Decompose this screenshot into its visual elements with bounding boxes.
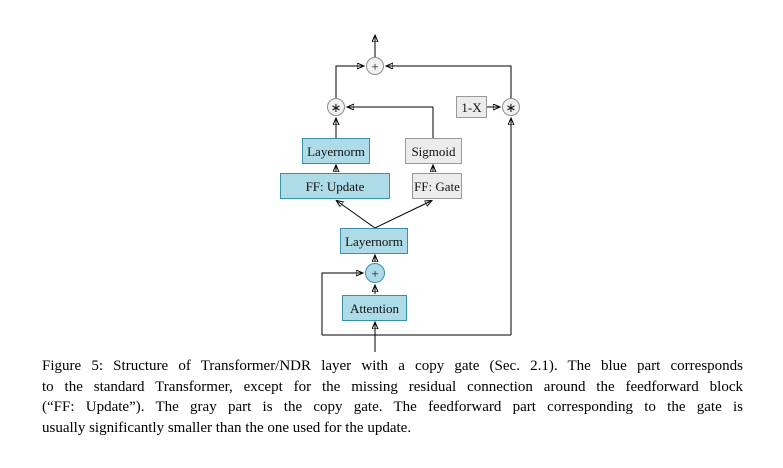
arrow-layernorm-to-ffgate xyxy=(374,201,431,229)
sigmoid-box: Sigmoid xyxy=(405,138,462,164)
arrow-updatepath-to-add xyxy=(335,66,363,98)
arrow-layernorm-to-ffupdate xyxy=(337,201,376,229)
connection-wires xyxy=(321,0,783,352)
ff-gate-box: FF: Gate xyxy=(412,173,462,199)
caption-line: Figure 5: Structure of Transformer/NDR l… xyxy=(42,358,743,374)
layernorm-bottom-box: Layernorm xyxy=(340,228,408,254)
caption-line: (“FF: Update”). The gray part is the cop… xyxy=(42,399,743,415)
copy-multiply-node: ∗ xyxy=(502,98,520,116)
update-multiply-node: ∗ xyxy=(327,98,345,116)
figure-caption: Figure 5: Structure of Transformer/NDR l… xyxy=(42,356,743,438)
layernorm-top-box: Layernorm xyxy=(302,138,370,164)
one-minus-x-box: 1-X xyxy=(456,96,487,118)
attention-box: Attention xyxy=(342,295,407,321)
caption-line: usually significantly smaller than the o… xyxy=(42,419,412,436)
arrow-copypath-to-add xyxy=(387,66,512,98)
caption-line: to the standard Transformer, except for … xyxy=(42,378,743,395)
transformer-ndr-copy-gate-diagram: + ∗ ∗ + 1-X Layernorm Sigmoid FF: Update… xyxy=(280,0,783,352)
ff-update-box: FF: Update xyxy=(280,173,390,199)
residual-add-node: + xyxy=(365,263,385,283)
output-add-node: + xyxy=(366,57,384,75)
arrow-residual-to-add xyxy=(321,273,362,335)
